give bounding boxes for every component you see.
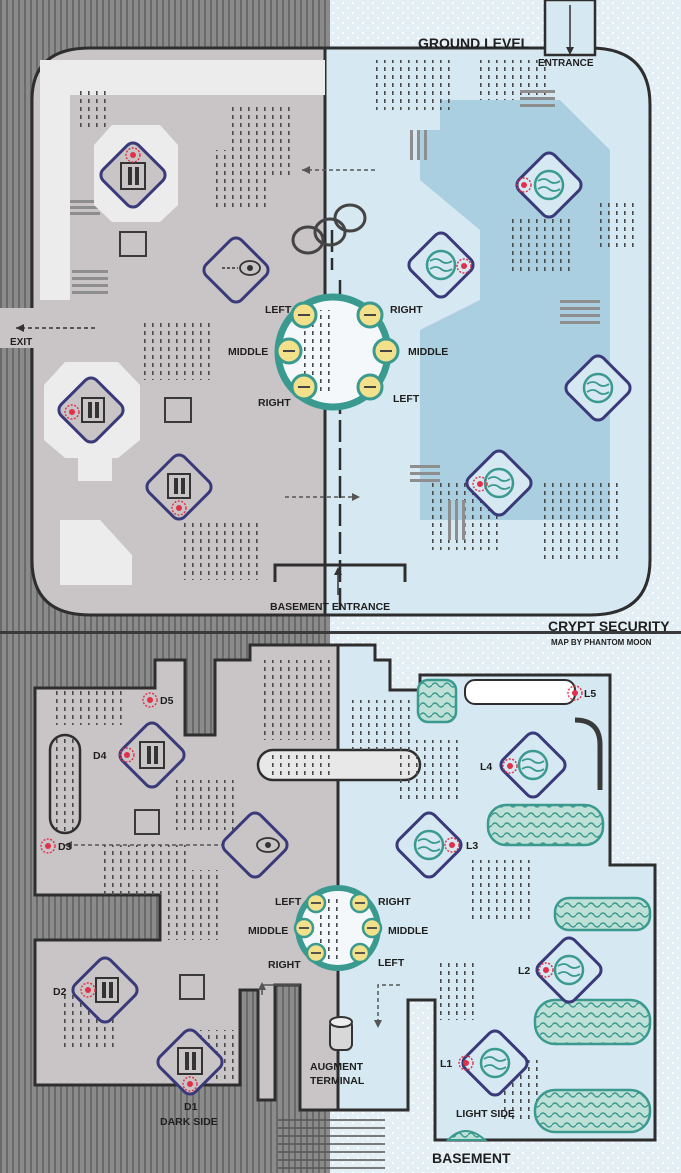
node-d4[interactable] xyxy=(117,720,188,791)
ring-label: MIDDLE xyxy=(228,346,268,358)
switch-middle[interactable] xyxy=(372,337,400,365)
augment-label: AUGMENT xyxy=(310,1061,364,1073)
ring-label: RIGHT xyxy=(390,304,423,316)
ring-label: MIDDLE xyxy=(248,925,288,937)
ground-level xyxy=(0,0,652,617)
node-label: D1 xyxy=(184,1101,198,1113)
ground-nodes xyxy=(56,140,634,523)
switch-middle[interactable] xyxy=(275,337,303,365)
crypt-node[interactable] xyxy=(406,230,477,301)
light-tubes xyxy=(416,678,652,1141)
node-l3[interactable] xyxy=(394,810,465,881)
node-l1[interactable] xyxy=(458,1028,530,1099)
switch-left[interactable] xyxy=(290,301,318,329)
basement-nodes xyxy=(40,685,605,1099)
augment-terminal[interactable] xyxy=(329,1016,353,1051)
ring-label: RIGHT xyxy=(378,896,411,908)
ring-label: RIGHT xyxy=(268,959,301,971)
crypt-node[interactable] xyxy=(464,448,535,519)
map-labels: GROUND LEVEL ENTRANCE EXIT BASEMENT ENTR… xyxy=(10,35,670,1166)
light-side-label: LIGHT SIDE xyxy=(456,1108,515,1120)
ring-label: LEFT xyxy=(275,896,302,908)
ring-label: MIDDLE xyxy=(388,925,428,937)
map-credit: MAP BY PHANTOM MOON xyxy=(551,638,652,647)
crypt-node[interactable] xyxy=(563,353,634,424)
crypt-node[interactable] xyxy=(514,150,585,221)
switch-middle[interactable] xyxy=(361,917,383,939)
ring-label: LEFT xyxy=(265,304,292,316)
node-label: L2 xyxy=(518,965,530,977)
level-divider xyxy=(0,631,681,634)
switch-left[interactable] xyxy=(356,373,384,401)
crypt-node[interactable] xyxy=(56,375,127,446)
basement-entrance-label: BASEMENT ENTRANCE xyxy=(270,601,390,613)
basement-level xyxy=(33,643,657,1169)
node-l4[interactable] xyxy=(498,730,569,801)
entrance-label: ENTRANCE xyxy=(538,58,594,69)
switch-right[interactable] xyxy=(305,942,327,964)
node-label: D5 xyxy=(160,695,174,707)
crypt-node[interactable] xyxy=(98,140,169,211)
ring-label: RIGHT xyxy=(258,397,291,409)
exit-label: EXIT xyxy=(10,337,32,348)
node-label: L1 xyxy=(440,1058,452,1070)
node-d3-marker[interactable] xyxy=(40,838,56,854)
node-label: L5 xyxy=(584,688,596,700)
ring-label: LEFT xyxy=(378,957,405,969)
switch-left[interactable] xyxy=(305,892,327,914)
node-label: L4 xyxy=(480,761,492,773)
switch-right[interactable] xyxy=(290,373,318,401)
node-l5-marker[interactable] xyxy=(567,685,583,701)
watch-node[interactable] xyxy=(220,810,291,881)
node-label: L3 xyxy=(466,840,478,852)
node-label: D3 xyxy=(58,841,72,853)
augment-label: TERMINAL xyxy=(310,1075,365,1087)
node-d5-marker[interactable] xyxy=(142,692,158,708)
basement-title: BASEMENT xyxy=(432,1150,511,1166)
node-d1[interactable] xyxy=(155,1027,226,1098)
basement-switch-ring xyxy=(293,885,383,971)
ground-switch-ring xyxy=(274,293,400,411)
dark-side-label: DARK SIDE xyxy=(160,1116,218,1128)
node-d2[interactable] xyxy=(70,955,141,1026)
ring-label: LEFT xyxy=(393,393,420,405)
ring-label: MIDDLE xyxy=(408,346,448,358)
switch-left[interactable] xyxy=(349,942,371,964)
crypt-node[interactable] xyxy=(144,452,215,523)
node-label: D2 xyxy=(53,986,67,998)
node-label: D4 xyxy=(93,750,107,762)
switch-middle[interactable] xyxy=(293,917,315,939)
ground-corridor xyxy=(40,60,325,300)
watch-node[interactable] xyxy=(201,235,272,306)
switch-right[interactable] xyxy=(349,892,371,914)
map-title: CRYPT SECURITY xyxy=(548,618,670,634)
switch-right[interactable] xyxy=(356,301,384,329)
ground-level-title: GROUND LEVEL xyxy=(418,35,530,51)
node-l2[interactable] xyxy=(534,935,605,1006)
